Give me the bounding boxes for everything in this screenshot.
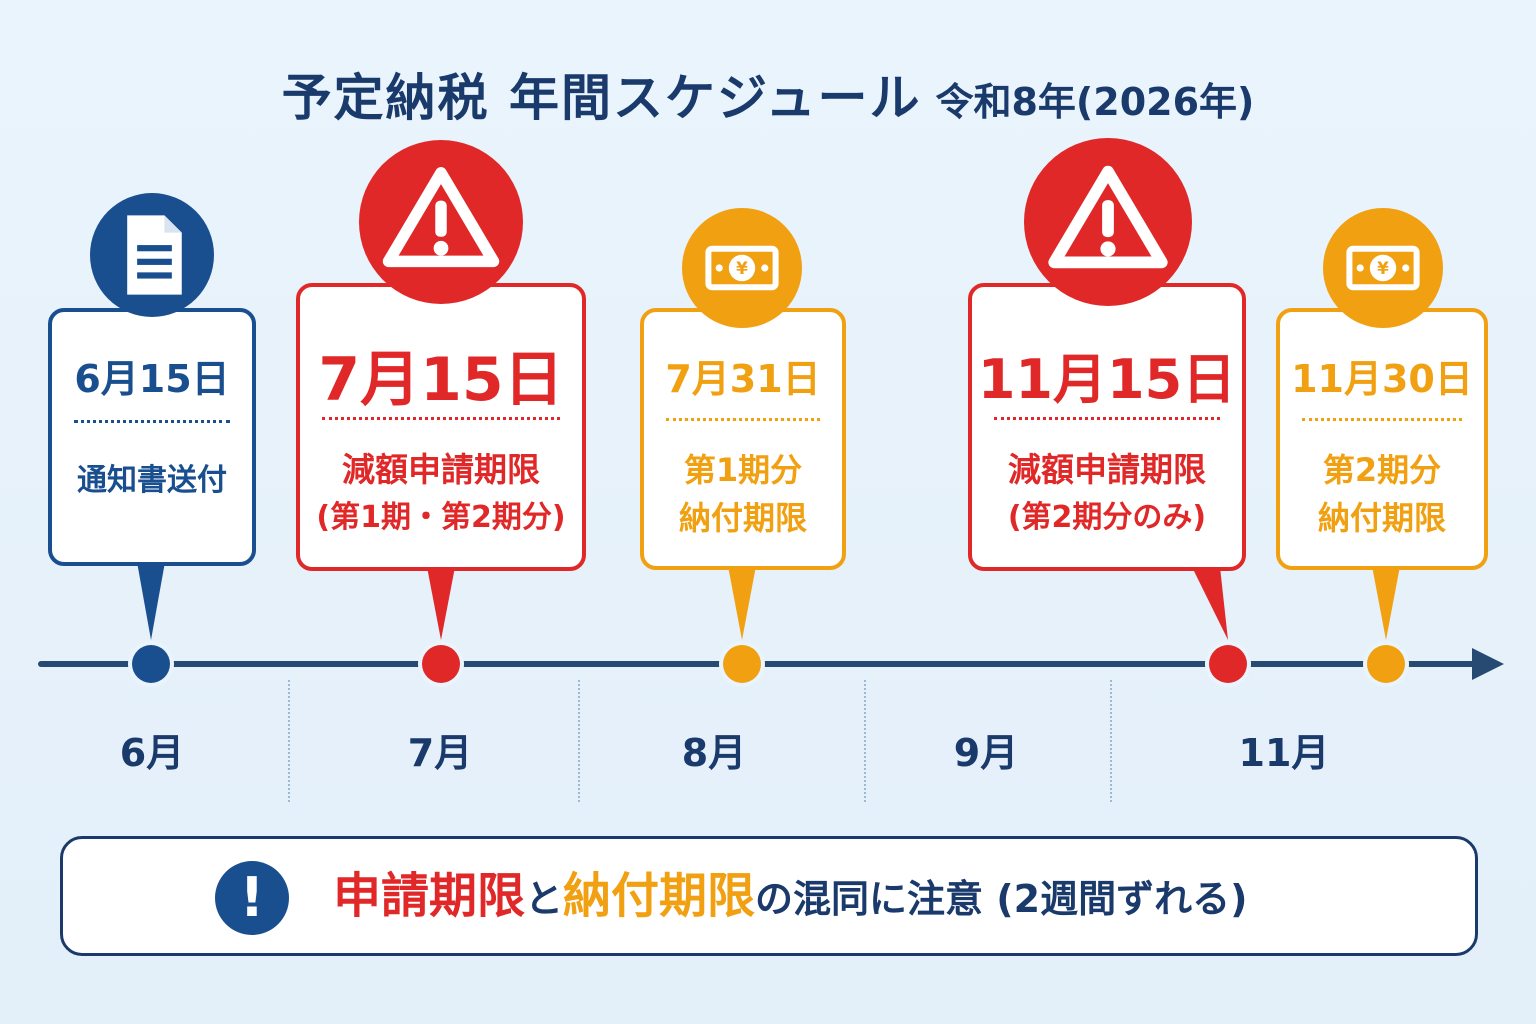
timeline-node [132, 645, 170, 683]
event-divider [666, 418, 820, 421]
svg-text:¥: ¥ [1377, 258, 1389, 278]
event-description: 第1期分納付期限 [644, 446, 842, 542]
money-icon: ¥ [682, 208, 802, 328]
notice-and: と [525, 877, 564, 921]
event-description-line: 第1期分 [683, 451, 803, 489]
month-separator [288, 680, 290, 802]
timeline-node [422, 645, 460, 683]
notice-message: 申請期限と納付期限の混同に注意 (2週間ずれる) [333, 839, 1247, 953]
event-description-line: (第2期分のみ) [1007, 499, 1207, 535]
event-card-deadline: 7月15日減額申請期限 (第1期・第2期分) [296, 283, 586, 571]
warning-icon [1024, 138, 1192, 306]
month-label: 9月 [953, 731, 1019, 775]
timeline-node [1367, 645, 1405, 683]
event-divider [322, 417, 560, 420]
month-label: 7月 [407, 731, 473, 775]
event-description: 第2期分納付期限 [1280, 446, 1484, 542]
month-label: 6月 [119, 731, 185, 775]
notice-box: ! 申請期限と納付期限の混同に注意 (2週間ずれる) [60, 836, 1478, 956]
event-card-payment: 7月31日第1期分納付期限 [640, 308, 846, 570]
event-card-notice: 6月15日通知書送付 [48, 308, 256, 566]
event-description-line: 減額申請期限 [342, 450, 540, 489]
event-date: 7月15日 [318, 345, 564, 415]
month-separator [864, 680, 866, 802]
event-divider [994, 417, 1220, 420]
warning-icon [359, 140, 523, 304]
event-description: 減額申請期限 (第2期分のみ) [972, 445, 1242, 540]
event-divider [1302, 418, 1462, 421]
month-separator [578, 680, 580, 802]
event-card-payment: 11月30日第2期分納付期限 [1276, 308, 1488, 570]
event-description: 減額申請期限 (第1期・第2期分) [300, 445, 582, 540]
exclamation-icon: ! [215, 861, 289, 935]
title-sub: 令和8年(2026年) [935, 80, 1255, 124]
timeline-arrow-icon [1472, 648, 1504, 680]
event-description-line: 納付期限 [678, 499, 807, 537]
page-title: 予定納税 年間スケジュール令和8年(2026年) [0, 58, 1536, 130]
notice-application-deadline: 申請期限 [333, 868, 526, 924]
month-label: 11月 [1238, 731, 1330, 775]
event-description-line: 通知書送付 [77, 463, 227, 498]
event-description-line: 第2期分 [1322, 451, 1442, 489]
title-main: 予定納税 年間スケジュール [281, 69, 922, 127]
month-separator [1110, 680, 1112, 802]
event-date: 11月15日 [977, 348, 1237, 411]
event-card-deadline: 11月15日減額申請期限 (第2期分のみ) [968, 283, 1246, 571]
svg-text:¥: ¥ [736, 258, 748, 278]
timeline-node [723, 645, 761, 683]
month-label: 8月 [681, 731, 747, 775]
timeline-node [1209, 645, 1247, 683]
notice-warning-text: の混同に注意 (2週間ずれる) [755, 877, 1248, 921]
event-description-line: (第1期・第2期分) [316, 499, 566, 535]
event-description-line: 納付期限 [1317, 499, 1446, 537]
event-description-line: 減額申請期限 [1008, 450, 1206, 489]
event-date: 7月31日 [665, 357, 821, 401]
event-description: 通知書送付 [52, 458, 252, 503]
document-icon [90, 193, 214, 317]
event-date: 11月30日 [1291, 357, 1473, 401]
notice-payment-deadline: 納付期限 [563, 868, 756, 924]
money-icon: ¥ [1323, 208, 1443, 328]
event-date: 6月15日 [74, 357, 230, 401]
event-divider [74, 420, 230, 423]
